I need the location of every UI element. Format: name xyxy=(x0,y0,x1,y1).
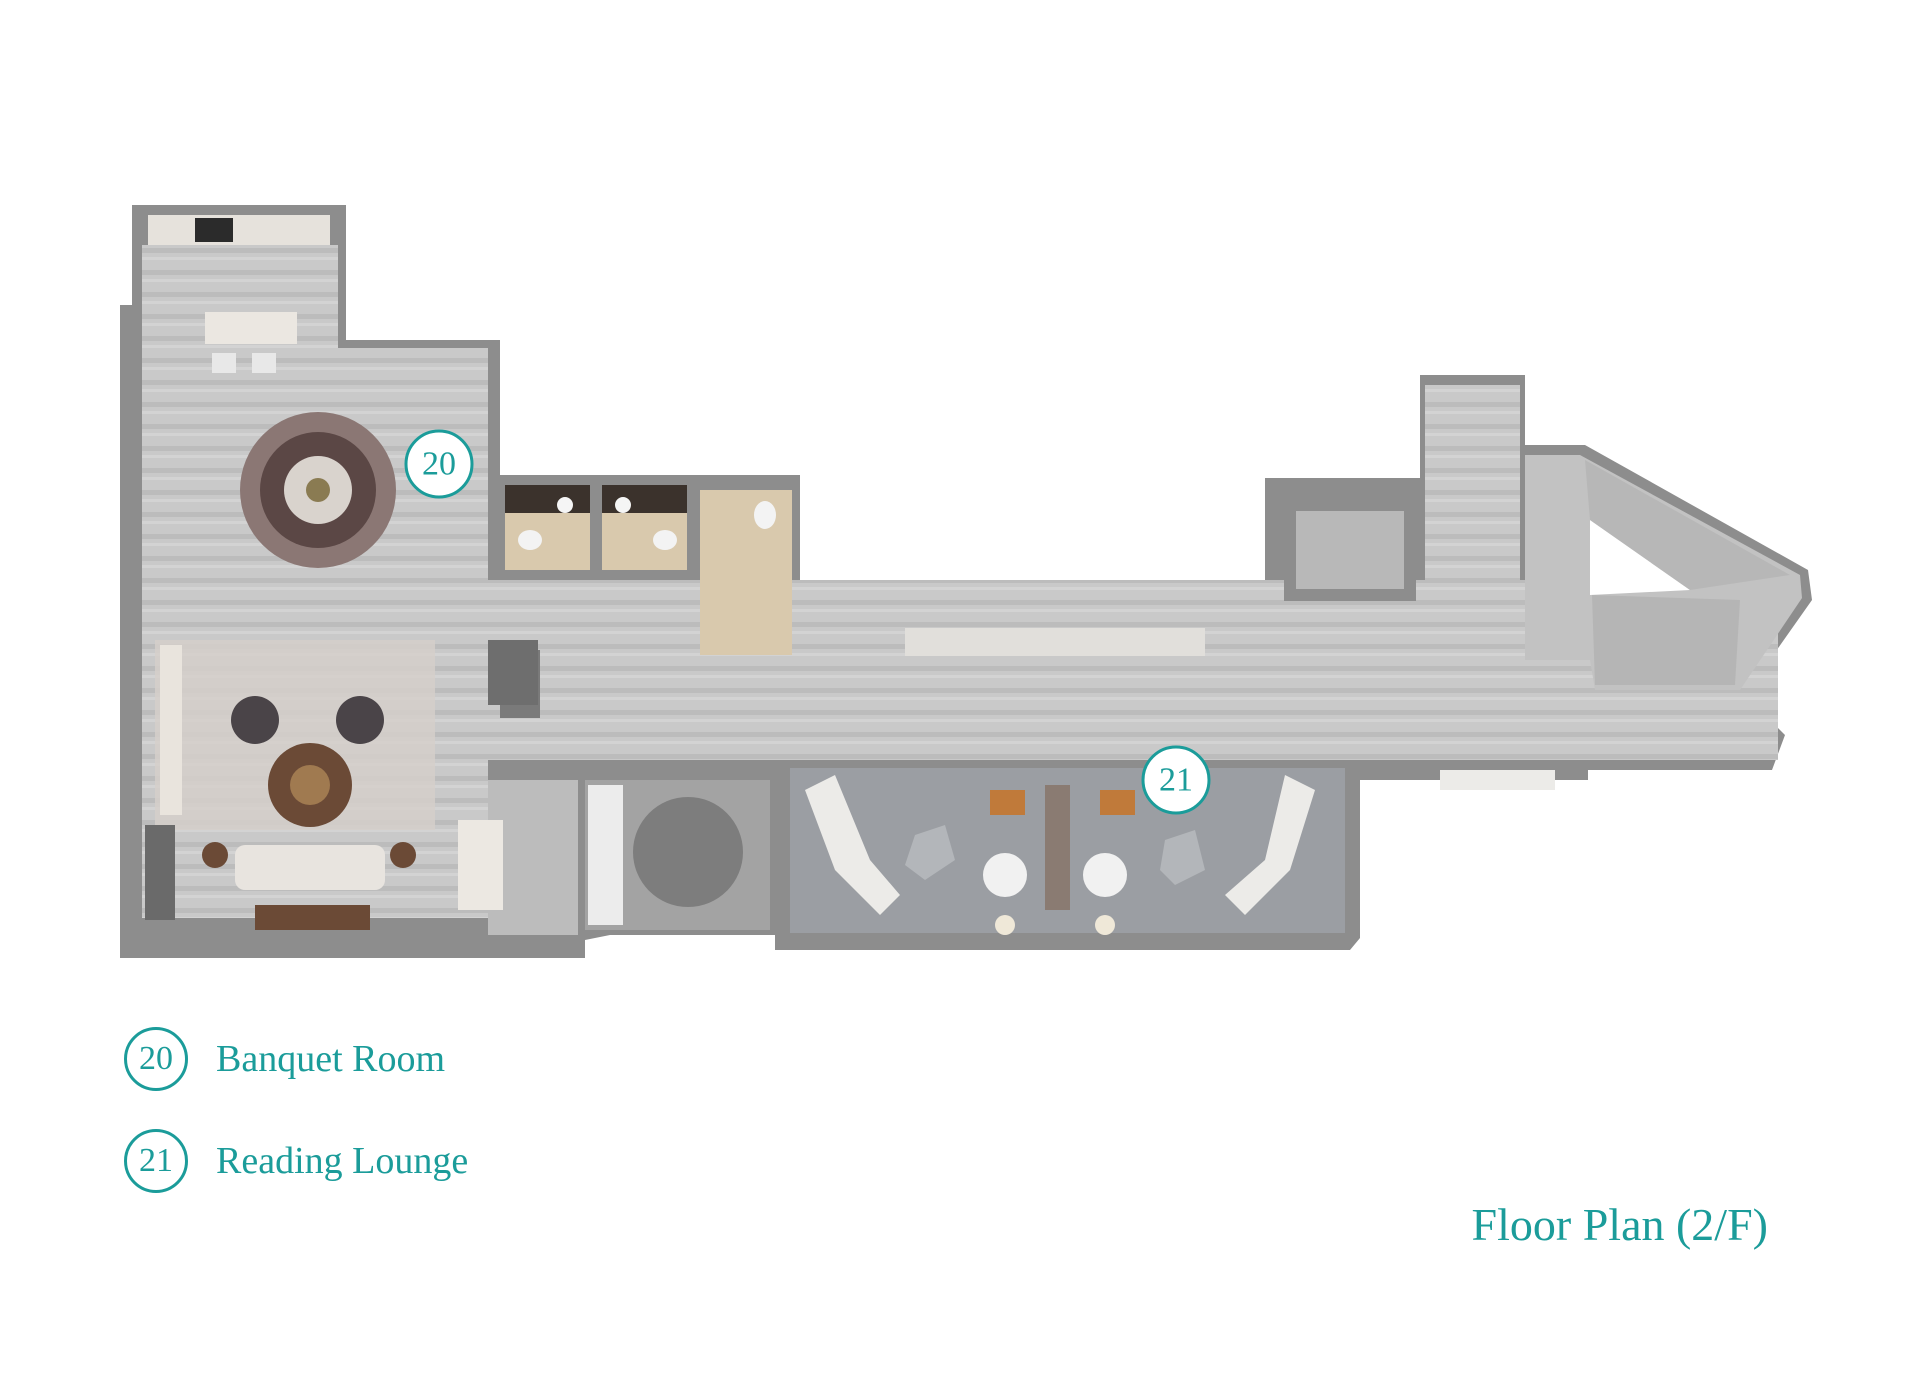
legend-badge-21: 21 xyxy=(124,1129,188,1193)
legend-badge-20: 20 xyxy=(124,1027,188,1091)
room-marker-21[interactable]: 21 xyxy=(1141,745,1211,815)
banquet-table xyxy=(240,412,396,568)
legend-label-banquet-room: Banquet Room xyxy=(216,1038,446,1080)
legend-label-reading-lounge: Reading Lounge xyxy=(216,1140,469,1182)
living-area xyxy=(145,640,540,930)
room-marker-21-number: 21 xyxy=(1159,762,1193,799)
legend-item-banquet-room[interactable]: 20 Banquet Room xyxy=(124,1022,468,1096)
reading-lounge xyxy=(790,768,1345,935)
plan-title: Floor Plan (2/F) xyxy=(1471,1199,1768,1250)
corridor-shelf xyxy=(488,499,1555,790)
room-marker-20-number: 20 xyxy=(422,446,456,483)
legend: 20 Banquet Room 21 Reading Lounge xyxy=(124,1022,468,1226)
service-core xyxy=(585,780,770,930)
kitchen-counter xyxy=(148,215,330,373)
room-marker-20[interactable]: 20 xyxy=(404,429,474,499)
building-walls xyxy=(120,205,1812,958)
staircase xyxy=(1585,460,1790,685)
legend-item-reading-lounge[interactable]: 21 Reading Lounge xyxy=(124,1124,468,1198)
bathrooms xyxy=(505,485,792,655)
